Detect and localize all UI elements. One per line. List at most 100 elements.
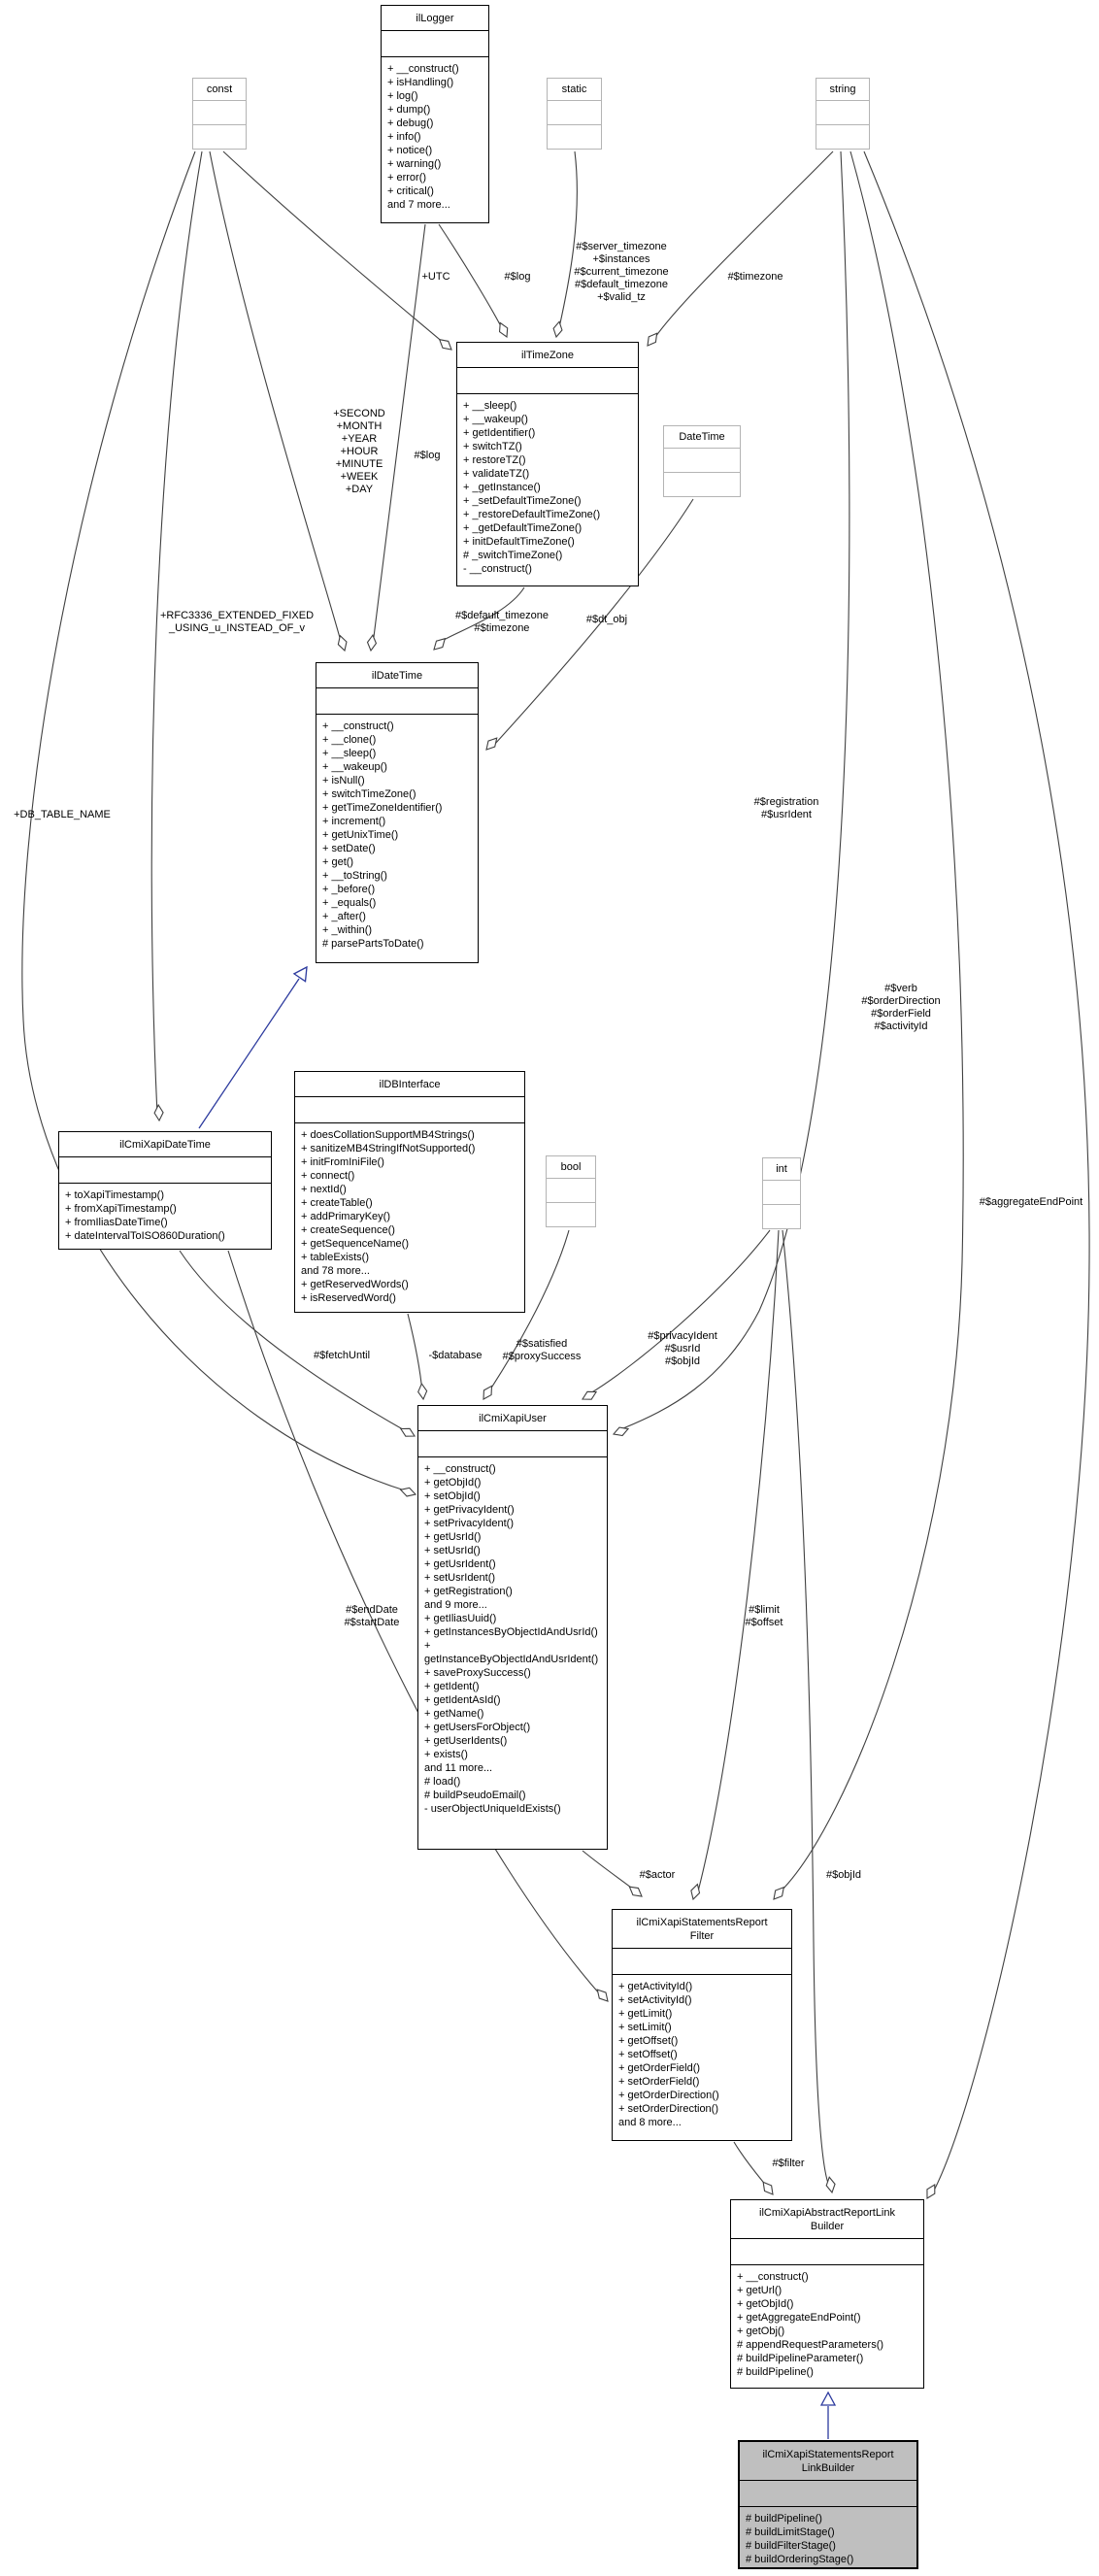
class-title: ilCmiXapiAbstractReportLink Builder bbox=[731, 2200, 923, 2239]
method-item: + __construct() bbox=[322, 720, 394, 732]
method-item: + setOrderDirection() bbox=[618, 2103, 719, 2115]
method-item: and 11 more... bbox=[424, 1762, 493, 1774]
method-item: # appendRequestParameters() bbox=[737, 2339, 884, 2351]
aggregation-diamond-icon bbox=[438, 338, 452, 351]
method-item: + isReservedWord() bbox=[301, 1292, 396, 1304]
method-item: + getRegistration() bbox=[424, 1586, 513, 1597]
method-item: # load() bbox=[424, 1776, 461, 1788]
type-title: DateTime bbox=[664, 426, 740, 449]
class-attributes-section bbox=[295, 1097, 524, 1123]
aggregation-diamond-icon bbox=[773, 1886, 785, 1900]
type-empty-row bbox=[816, 125, 869, 149]
edge-label-endDate: #$endDate #$startDate bbox=[344, 1604, 400, 1628]
method-item: + _after() bbox=[322, 911, 366, 922]
type-box-int[interactable]: int bbox=[762, 1157, 801, 1229]
aggregation-diamond-icon bbox=[690, 1883, 701, 1901]
aggregation-diamond-icon bbox=[552, 320, 563, 339]
type-title: int bbox=[763, 1158, 800, 1181]
class-methods-section: + __construct()+ getObjId()+ setObjId()+… bbox=[418, 1457, 607, 1822]
aggregation-diamond-icon bbox=[647, 332, 658, 347]
method-item: + createTable() bbox=[301, 1197, 373, 1209]
method-item: + initFromIniFile() bbox=[301, 1156, 384, 1168]
edge-label-log1: #$log bbox=[504, 271, 531, 283]
class-attributes-section bbox=[316, 688, 478, 715]
aggregation-diamond-icon bbox=[399, 1487, 417, 1497]
method-item: + createSequence() bbox=[301, 1224, 395, 1236]
class-attributes-section bbox=[59, 1157, 271, 1184]
method-item: + error() bbox=[387, 172, 427, 184]
method-item: + getUserIdents() bbox=[424, 1735, 508, 1747]
edge-label-dt_obj: #$dt_obj bbox=[585, 614, 628, 625]
method-item: + addPrimaryKey() bbox=[301, 1211, 391, 1222]
method-item: + validateTZ() bbox=[463, 468, 530, 480]
class-attributes-section bbox=[731, 2239, 923, 2265]
method-item: + getTimeZoneIdentifier() bbox=[322, 802, 443, 814]
class-box-ilCmiXapiDateTime[interactable]: ilCmiXapiDateTime+ toXapiTimestamp()+ fr… bbox=[58, 1131, 272, 1250]
method-item: + getInstancesByObjectIdAndUsrId() bbox=[424, 1626, 598, 1638]
class-attributes-section bbox=[418, 1431, 607, 1457]
edge-label-objId: #$objId bbox=[825, 1869, 862, 1881]
method-item: + getLimit() bbox=[618, 2008, 673, 2020]
method-item: + setOffset() bbox=[618, 2049, 678, 2060]
edge-label-satisfied: #$satisfied #$proxySuccess bbox=[502, 1338, 582, 1362]
type-box-static[interactable]: static bbox=[547, 78, 602, 150]
method-item: + tableExists() bbox=[301, 1252, 369, 1263]
aggregation-diamond-icon bbox=[596, 1989, 609, 2002]
class-box-ilDBInterface[interactable]: ilDBInterface+ doesCollationSupportMB4St… bbox=[294, 1071, 525, 1313]
type-box-DateTime[interactable]: DateTime bbox=[663, 425, 741, 497]
type-box-bool[interactable]: bool bbox=[546, 1155, 596, 1227]
class-methods-section: + __construct()+ getUrl()+ getObjId()+ g… bbox=[731, 2265, 923, 2385]
association-edge bbox=[697, 1229, 780, 1892]
method-item: + log() bbox=[387, 90, 418, 102]
association-edge bbox=[179, 1250, 409, 1433]
class-box-ilCmiXapiUser[interactable]: ilCmiXapiUser+ __construct()+ getObjId()… bbox=[417, 1405, 608, 1850]
type-empty-row bbox=[547, 1203, 595, 1226]
edge-label-database: -$database bbox=[428, 1350, 483, 1361]
method-item: + switchTimeZone() bbox=[322, 788, 416, 800]
method-item: + getUnixTime() bbox=[322, 829, 399, 841]
method-item: # _switchTimeZone() bbox=[463, 550, 563, 561]
method-item: + getAggregateEndPoint() bbox=[737, 2312, 861, 2324]
association-edge bbox=[582, 1850, 636, 1891]
type-box-const[interactable]: const bbox=[192, 78, 247, 150]
class-title: ilCmiXapiStatementsReport LinkBuilder bbox=[740, 2442, 916, 2481]
class-box-ilCmiXapiStatementsReportLinkBuilder[interactable]: ilCmiXapiStatementsReport LinkBuilder# b… bbox=[738, 2440, 918, 2569]
method-item: - __construct() bbox=[463, 563, 532, 575]
method-item: + setDate() bbox=[322, 843, 376, 854]
method-item: # buildPipeline() bbox=[737, 2366, 814, 2378]
method-item: # parsePartsToDate() bbox=[322, 938, 424, 950]
method-item: and 8 more... bbox=[618, 2117, 682, 2128]
edge-label-rfc: +RFC3336_EXTENDED_FIXED _USING_u_INSTEAD… bbox=[159, 610, 315, 634]
class-box-ilCmiXapiAbstractReportLinkBuilder[interactable]: ilCmiXapiAbstractReportLink Builder + __c… bbox=[730, 2199, 924, 2389]
class-attributes-section bbox=[613, 1949, 791, 1975]
association-edge bbox=[780, 151, 964, 1892]
method-item: + getSequenceName() bbox=[301, 1238, 409, 1250]
method-item: + switchTZ() bbox=[463, 441, 522, 452]
type-box-string[interactable]: string bbox=[816, 78, 870, 150]
method-item: + getIdentAsId() bbox=[424, 1694, 501, 1706]
class-box-ilDateTime[interactable]: ilDateTime+ __construct()+ __clone()+ __… bbox=[316, 662, 479, 963]
aggregation-diamond-icon bbox=[926, 2184, 936, 2199]
class-box-ilCmiXapiStatementsReportFilter[interactable]: ilCmiXapiStatementsReport Filter+ getAct… bbox=[612, 1909, 792, 2141]
class-methods-section: + __construct()+ __clone()+ __sleep()+ _… bbox=[316, 715, 478, 956]
association-edge bbox=[589, 1229, 771, 1394]
class-box-ilLogger[interactable]: ilLogger+ __construct()+ isHandling()+ l… bbox=[381, 5, 489, 223]
type-empty-row bbox=[664, 473, 740, 496]
method-item: + setActivityId() bbox=[618, 1994, 692, 2006]
method-item: + __clone() bbox=[322, 734, 377, 746]
method-item: + _getInstance() bbox=[463, 482, 541, 493]
method-item: and 78 more... bbox=[301, 1265, 370, 1277]
method-item: + getIliasUuid() bbox=[424, 1613, 497, 1624]
method-item: + __wakeup() bbox=[463, 414, 528, 425]
method-item: + _getDefaultTimeZone() bbox=[463, 522, 583, 534]
method-item: - userObjectUniqueIdExists() bbox=[424, 1803, 561, 1815]
method-item: + notice() bbox=[387, 145, 433, 156]
method-item: + getUsrId() bbox=[424, 1531, 482, 1543]
edge-label-server_tz: #$server_timezone +$instances #$current_… bbox=[574, 241, 669, 303]
association-edge bbox=[438, 223, 505, 333]
edge-label-limit: #$limit #$offset bbox=[745, 1604, 783, 1628]
class-attributes-section bbox=[382, 31, 488, 57]
class-box-ilTimeZone[interactable]: ilTimeZone+ __sleep()+ __wakeup()+ getId… bbox=[456, 342, 639, 586]
method-item: + setLimit() bbox=[618, 2022, 672, 2033]
